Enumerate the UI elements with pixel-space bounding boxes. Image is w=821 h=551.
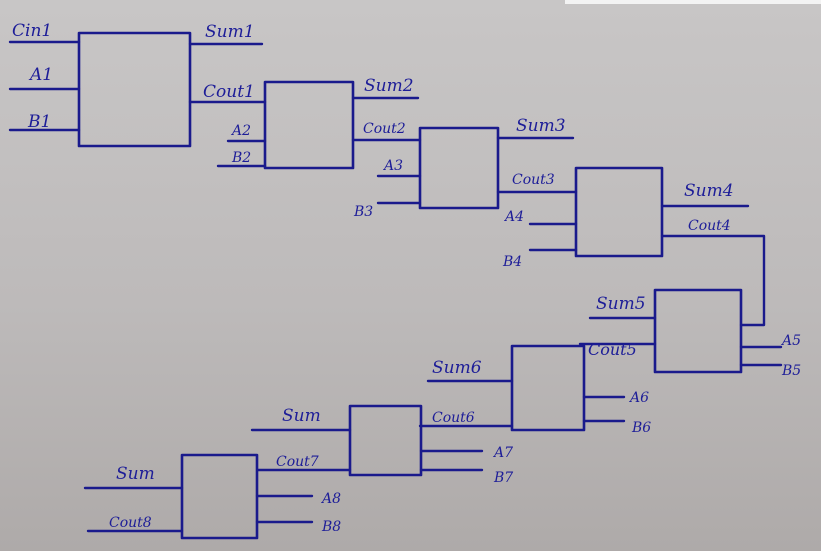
adder-6-cout-label: Cout6 (432, 410, 475, 426)
paper-edge (565, 0, 821, 4)
full-adder-7: A7 B7 Sum Cout7 (250, 404, 513, 486)
adder-6-sum-label: Sum6 (432, 358, 482, 378)
adder-6-a-label: A6 (628, 390, 649, 406)
adder-3-cout-label: Cout3 (512, 172, 555, 188)
adder-2-box (263, 80, 355, 170)
adder-7-sum-label: Sum (282, 406, 321, 426)
adder-4-sum-label: Sum4 (684, 181, 734, 201)
full-adder-4: A4 B4 Sum4 Cout4 (502, 166, 766, 327)
adder-8-b-label: B8 (321, 519, 341, 535)
adder-5-a-label: A5 (780, 333, 801, 349)
full-adder-8: A8 B8 Sum Cout8 (83, 453, 341, 540)
adder-2-cout-label: Cout2 (363, 121, 406, 137)
adder-3-b-label: B3 (353, 204, 373, 220)
adder-2-a-label: A2 (230, 123, 251, 139)
adder-1-box (77, 31, 192, 148)
adder-1-sum-label: Sum1 (205, 22, 255, 42)
adder-4-cout-wire (660, 234, 766, 327)
adder-8-box (180, 453, 259, 540)
adder-8-sum-label: Sum (116, 464, 155, 484)
adder-7-b-label: B7 (493, 470, 513, 486)
adder-3-sum-label: Sum3 (516, 116, 566, 136)
adder-8-cout-label: Cout8 (109, 515, 152, 531)
adder-2-b-label: B2 (231, 150, 251, 166)
adder-7-box (348, 404, 423, 477)
adder-4-a-label: A4 (503, 209, 524, 225)
adder-5-b-label: B5 (781, 363, 801, 379)
full-adder-2: A2 B2 Sum2 Cout2 (216, 76, 422, 170)
adder-4-cout-label: Cout4 (688, 218, 731, 234)
adder-4-b-label: B4 (502, 254, 522, 270)
full-adder-5: A5 B5 Sum5 Cout5 (578, 288, 801, 379)
adder-5-cout-label: Cout5 (588, 340, 637, 359)
adder-8-a-label: A8 (320, 491, 341, 507)
adder-7-cout-label: Cout7 (276, 454, 319, 470)
adder-5-sum-label: Sum5 (596, 294, 646, 314)
adder-1-cout-label: Cout1 (203, 82, 255, 102)
adder-3-a-label: A3 (382, 158, 403, 174)
adder-5-box (653, 288, 743, 374)
adder-4-box (574, 166, 664, 258)
full-adder-6: A6 B6 Sum6 Cout6 (418, 344, 651, 436)
adder-1-b-label: B1 (27, 112, 51, 132)
adder-6-box (510, 344, 586, 432)
adder-7-a-label: A7 (492, 445, 513, 461)
adder-1-a-label: A1 (28, 65, 53, 85)
full-adder-1: Cin1 A1 B1 Sum1 Cout1 (8, 21, 267, 148)
adder-6-b-label: B6 (631, 420, 651, 436)
adder-1-cin-label: Cin1 (12, 21, 52, 41)
adder-2-sum-label: Sum2 (364, 76, 414, 96)
full-adder-3: A3 B3 Sum3 Cout3 (353, 116, 578, 220)
adder-3-box (418, 126, 500, 210)
